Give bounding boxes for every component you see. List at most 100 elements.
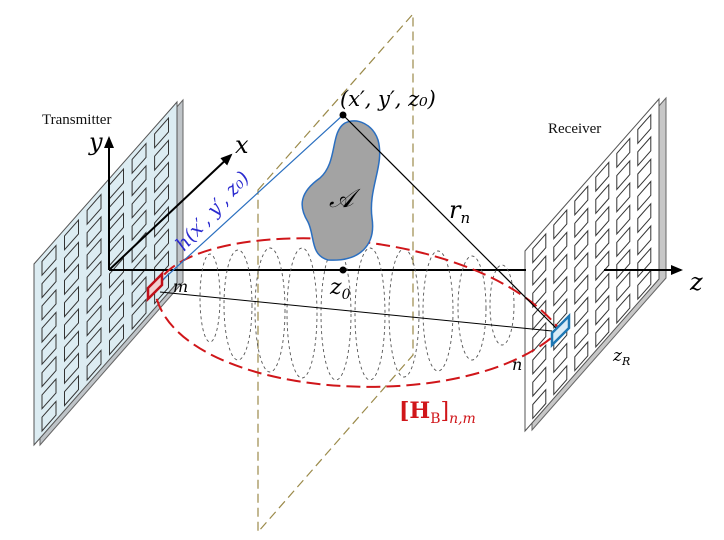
tx-antenna-element [154,205,169,239]
rx-antenna-element [637,135,652,167]
tx-antenna-element [86,260,102,293]
rx-antenna-element [637,202,652,234]
rx-antenna-element [595,250,610,282]
scatter-point [339,111,347,119]
rx-antenna-element [553,253,568,285]
tx-antenna-element [41,377,57,411]
tx-antenna-element [86,282,102,315]
tx-antenna-element [64,352,79,385]
rx-antenna-element [532,321,547,353]
point-label: (x′, y′, z₀) [340,87,436,111]
tx-antenna-element [131,209,147,242]
tx-antenna-element [109,323,124,356]
rx-antenna-element [595,205,610,237]
tx-antenna-element [86,237,102,271]
transmitter-label: Transmitter [42,112,111,128]
direct-path-line [159,291,553,332]
tx-antenna-element [109,279,124,312]
tx-antenna-element [154,228,169,261]
beam-ellipse [153,237,562,388]
tx-antenna-element [86,193,102,226]
z0-plane [257,12,414,534]
rx-antenna-element [637,180,652,212]
zR-label: zR [612,346,630,368]
rx-antenna-element [616,159,631,191]
rx-antenna-element [616,181,631,214]
receiver-antenna-grid [532,113,652,420]
tx-antenna-element [41,311,57,344]
rx-antenna-element [553,297,568,330]
tx-antenna-element [86,326,102,360]
rx-element-n [550,312,571,349]
z0-label: z0 [329,275,351,303]
tx-antenna-element [131,275,147,309]
rx-antenna-element [616,270,631,303]
n-label: n [512,355,522,374]
tx-antenna-element [64,285,79,318]
tx-antenna-element [86,304,102,337]
tx-antenna-element [64,218,79,252]
tx-antenna-element [131,186,147,220]
r-n-line [342,114,562,334]
transmitter-panel [33,98,184,447]
rx-antenna-element [574,184,589,217]
rx-antenna-element [637,246,652,279]
tx-antenna-element [154,161,169,194]
tx-antenna-element [131,253,147,286]
hb-label: [HB]n,m [399,398,476,427]
transmitter-antenna-grid [41,116,169,433]
tx-antenna-element [154,139,169,172]
rx-antenna-element [637,157,652,190]
rx-antenna-element [595,183,610,215]
rx-antenna-element [532,388,547,420]
tx-antenna-element [41,266,57,299]
tx-antenna-element [131,142,147,175]
receiver-label: Receiver [548,121,601,137]
tx-element-m [146,270,164,303]
y-axis-label: y [88,128,103,156]
rx-antenna-element [574,207,589,239]
rx-antenna-element [616,293,631,325]
tx-antenna-element [109,301,124,334]
m-label: m [173,277,188,296]
rx-antenna-element [532,343,547,376]
rx-antenna-element [553,208,568,241]
rx-antenna-element [574,296,589,328]
tx-antenna-element [41,244,57,277]
rx-antenna-element [595,294,610,326]
rx-antenna-element [637,269,652,301]
tx-antenna-element [64,330,79,363]
tx-antenna-element [41,400,57,433]
rx-antenna-element [532,366,547,398]
x-axis-label: x [235,131,249,159]
rx-antenna-element [574,251,589,283]
z-axis-label: z [689,268,703,296]
rx-antenna-element [574,340,589,372]
scatterer-shape [301,120,381,261]
tx-antenna-element [41,355,57,388]
tx-antenna-element [86,349,102,382]
rx-antenna-element [595,272,610,304]
rx-antenna-element [553,342,568,374]
tx-antenna-element [131,298,147,331]
rx-antenna-element [595,161,610,193]
rx-antenna-element [574,229,589,261]
rx-antenna-element [532,232,547,264]
tx-antenna-element [64,374,79,407]
tx-antenna-element [41,333,57,366]
tx-antenna-element [154,183,169,216]
tx-antenna-element [154,250,169,283]
tx-antenna-element [64,263,79,296]
tx-antenna-element [109,256,124,290]
rx-antenna-element [595,316,610,349]
rx-antenna-element [616,248,631,280]
tx-antenna-element [154,116,169,150]
tx-antenna-element [131,231,147,264]
rx-antenna-element [553,275,568,307]
rx-antenna-element [637,113,652,145]
tx-antenna-element [64,307,79,341]
rx-antenna-element [595,227,610,260]
rx-antenna-element [616,137,631,169]
x-axis [108,153,233,271]
